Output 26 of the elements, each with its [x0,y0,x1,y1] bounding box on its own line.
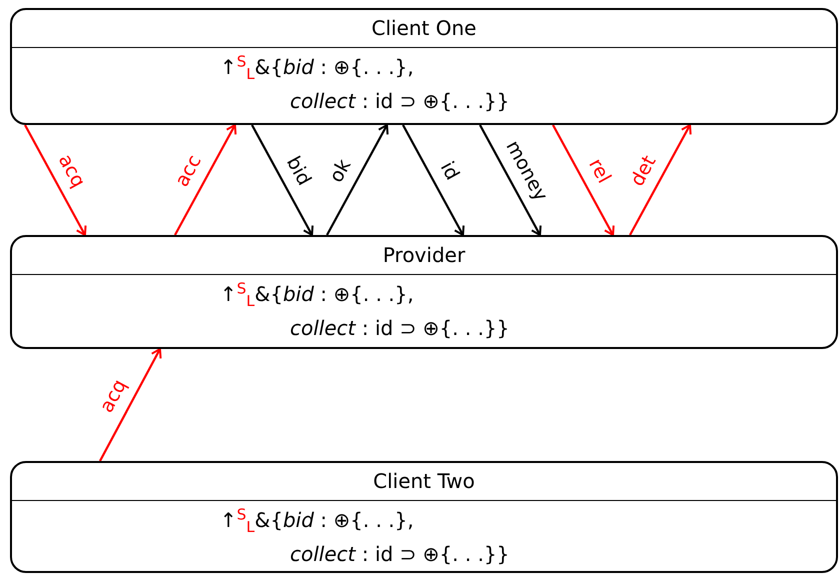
box-heading: Client One [12,10,836,48]
box-heading: Client Two [12,463,836,501]
type-formula: ↑$^{S}$$_{L}$&{bid : ⊕{. . .}, collect : id ⊃ ⊕{. . .}} [219,504,510,568]
edge-label: det [626,152,660,190]
arrow [402,124,465,236]
edge-label: acq [96,376,132,416]
type-formula: ↑$^{S}$$_{L}$&{bid : ⊕{. . .}, collect : id ⊃ ⊕{. . .}} [219,278,510,342]
arrow [251,124,314,236]
edge-label: id [436,158,464,184]
state-box [10,461,838,573]
arrow [629,124,692,236]
edge-label: acq [54,150,90,192]
arrow [552,124,615,236]
state-box [10,8,838,125]
type-formula: ↑$^{S}$$_{L}$&{bid : ⊕{. . .}, collect : id ⊃ ⊕{. . .}} [219,51,510,115]
arrow [99,348,162,462]
arrow [174,124,237,236]
edge-label: bid [282,152,316,190]
arrow [24,124,87,236]
state-box [10,235,838,349]
edge-label: acc [170,151,206,190]
edge-label: ok [325,156,356,186]
arrow [479,124,542,236]
arrow [326,124,389,236]
edge-label: rel [584,154,616,187]
box-heading: Provider [12,237,836,275]
